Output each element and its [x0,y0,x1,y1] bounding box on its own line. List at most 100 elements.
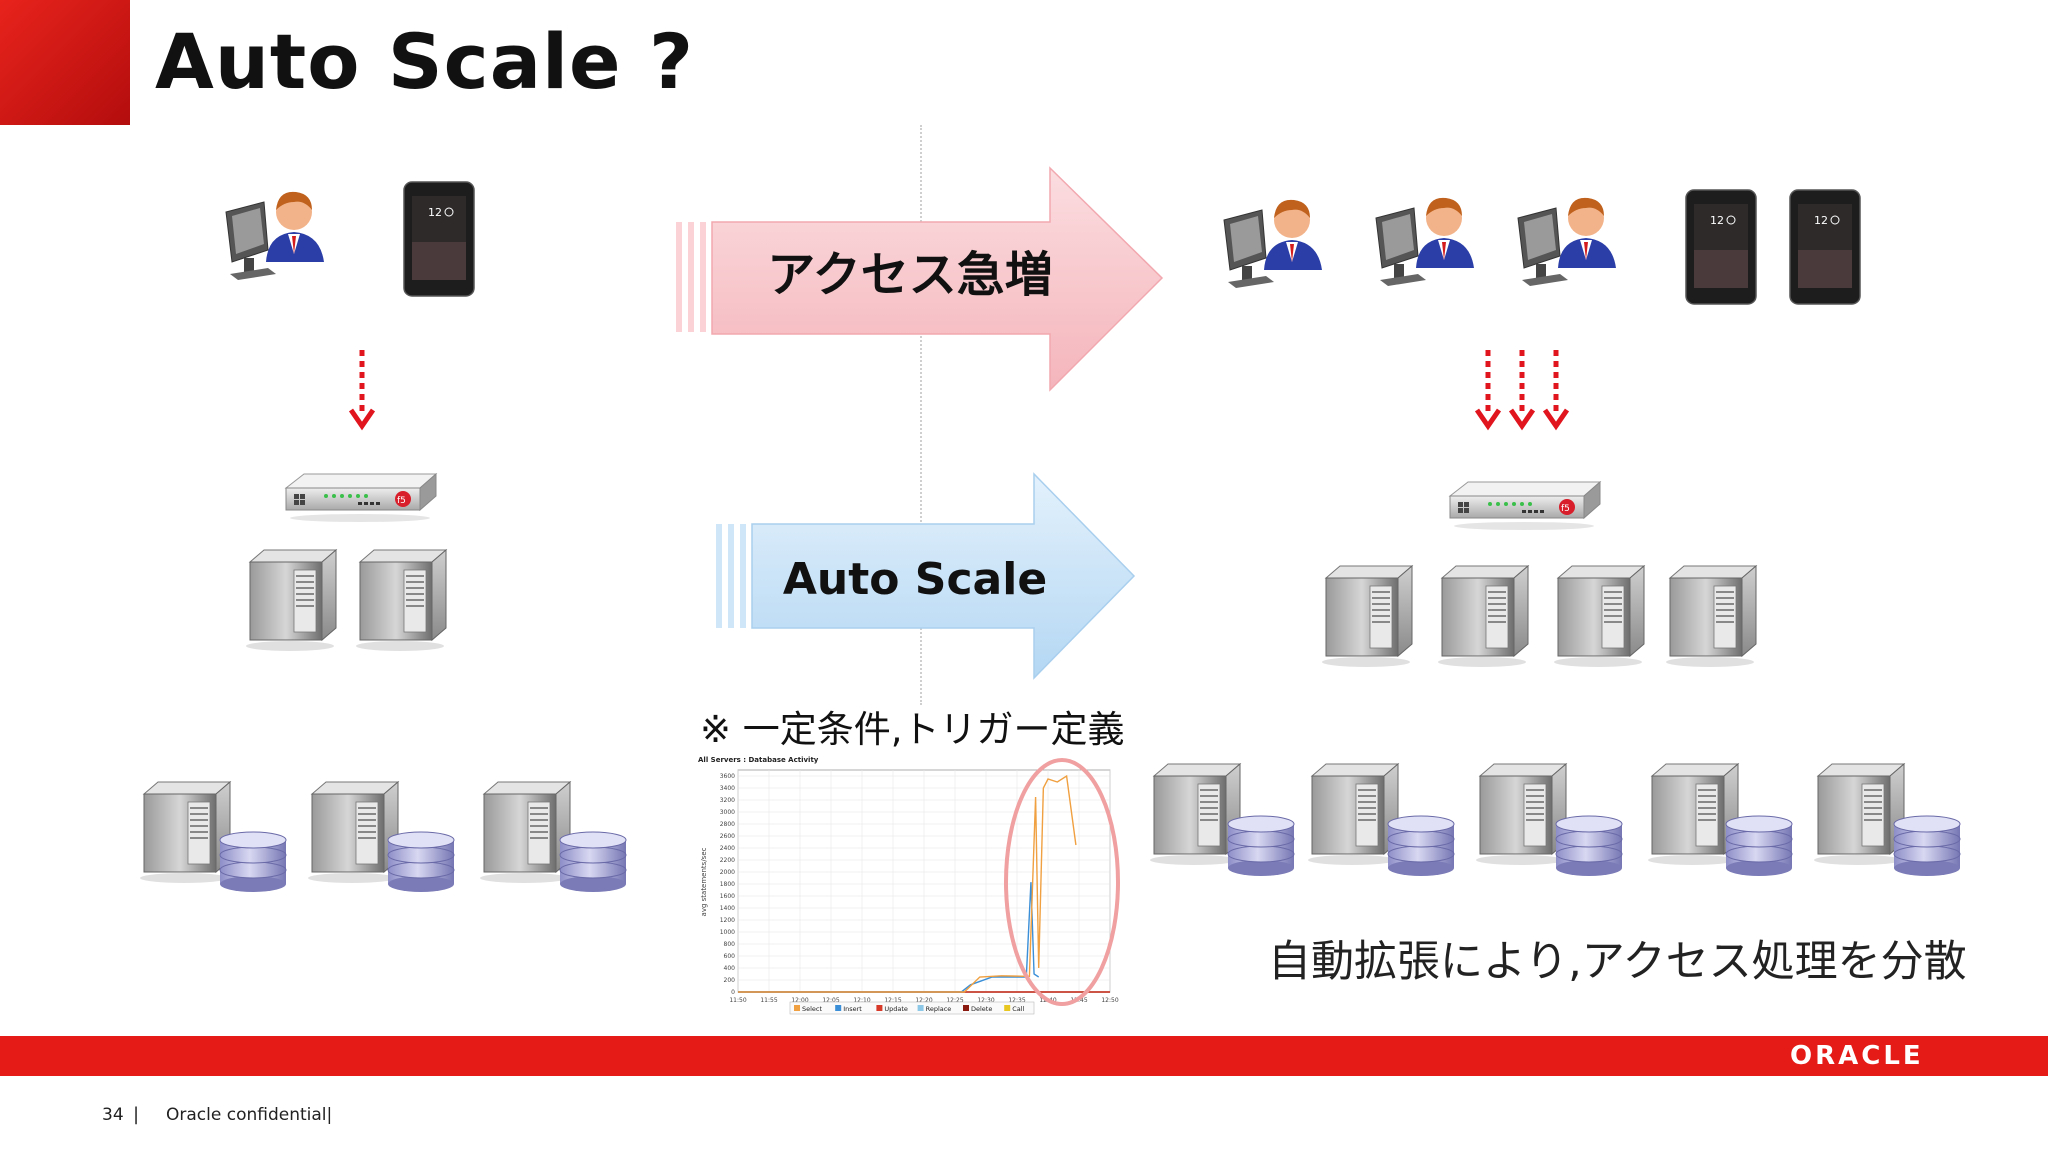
database-server-icon [139,781,231,884]
chart-y-tick-label: 2200 [720,857,735,864]
dotted-down-arrow-icon [1477,350,1499,426]
chart-y-tick-label: 3400 [720,785,735,792]
chart-y-tick-label: 3200 [720,797,735,804]
chart-x-tick-label: 12:00 [791,997,808,1004]
chart-legend-label: Delete [971,1005,992,1013]
tablet-icon [1685,189,1757,305]
chart-legend-label: Insert [843,1005,862,1013]
database-server-icon [307,781,399,884]
chart-y-tick-label: 1400 [720,905,735,912]
chart-y-tick-label: 1600 [720,893,735,900]
chart-y-tick-label: 0 [731,989,735,996]
chart-x-tick-label: 11:55 [760,997,777,1004]
database-server-icon [1555,815,1623,877]
chart-y-tick-label: 1200 [720,917,735,924]
chart-legend-label: Replace [926,1005,952,1013]
chart-x-tick-label: 12:50 [1101,997,1118,1004]
access-surge-label: アクセス急増 [767,247,1053,303]
chart-x-tick-label: 12:35 [1008,997,1025,1004]
chart-y-tick-label: 3600 [720,773,735,780]
chart-x-tick-label: 12:10 [853,997,870,1004]
chart-y-tick-label: 1800 [720,881,735,888]
chart-legend-swatch [876,1005,883,1011]
chart-x-tick-label: 12:05 [822,997,839,1004]
database-server-icon [1647,763,1739,866]
access-surge-arrow [676,166,1164,392]
chart-series [738,774,1110,993]
user-at-computer-icon [1517,197,1617,287]
database-server-icon [1813,763,1905,866]
database-server-icon [1725,815,1793,877]
trigger-note: ※ 一定条件,トリガー定義 [700,708,1125,751]
chart-x-tick-label: 12:20 [915,997,932,1004]
chart-legend-label: Call [1012,1005,1024,1013]
chart-y-axis-label: avg statements/sec [700,847,708,916]
chart-y-tick-label: 1000 [720,929,735,936]
chart-legend-box [789,1001,1035,1015]
footer-bar [0,1036,2048,1076]
chart-legend-swatch [1004,1005,1011,1011]
database-server-icon [1387,815,1455,877]
chart-y-tick-label: 3000 [720,809,735,816]
chart-y-tick-label: 400 [724,965,736,972]
load-balancer-icon [285,473,437,523]
title-accent-block [0,0,130,125]
dotted-down-arrow-icon [1545,350,1567,426]
dotted-down-arrow-icon [351,350,373,426]
server-icon [245,549,337,652]
chart-legend-label: Select [802,1005,823,1013]
server-icon [1321,565,1413,668]
chart-x-tick-label: 12:30 [977,997,994,1004]
server-icon [1553,565,1645,668]
chart-series-line-insert [738,882,1040,993]
database-server-icon [1307,763,1399,866]
server-icon [1437,565,1529,668]
chart-legend: Select Insert Update Replace Delete Call [789,1001,1035,1015]
chart-y-tick-label: 800 [724,941,736,948]
tablet-icon [1789,189,1861,305]
chart-x-tick-label: 12:25 [946,997,963,1004]
chart-legend-label: Update [884,1005,908,1013]
database-server-icon [387,831,455,893]
chart-y-tick-label: 2800 [720,821,735,828]
database-activity-chart: All Servers : Database Activity 02004006… [698,756,1120,1015]
load-balancer-icon [1449,481,1601,531]
chart-y-tick-label: 600 [724,953,736,960]
chart-y-tick-label: 2600 [720,833,735,840]
confidential-label: Oracle confidential| [166,1105,333,1125]
chart-series-line-select [738,774,1077,993]
chart-y-tick-label: 2400 [720,845,735,852]
spike-highlight-circle [1004,758,1120,1006]
chart-x-tick-label: 11:50 [729,997,746,1004]
database-server-icon [219,831,287,893]
chart-y-tick-label: 200 [724,977,736,984]
chart-legend-swatch [835,1005,842,1011]
footer-separator: | [133,1104,140,1125]
chart-legend-swatch [963,1005,969,1011]
database-server-icon [1149,763,1241,866]
tablet-icon [403,181,475,297]
autoscale-label: Auto Scale [782,554,1048,605]
center-divider [920,125,924,705]
oracle-logo: ORACLE [1790,1041,1924,1071]
database-server-icon [1475,763,1567,866]
slide-title: Auto Scale ? [155,17,695,106]
chart-x-tick-label: 12:15 [884,997,901,1004]
chart-legend-swatch [917,1005,924,1011]
dotted-down-arrow-icon [1511,350,1533,426]
server-icon [355,549,447,652]
database-server-icon [1893,815,1961,877]
autoscale-arrow [716,472,1136,680]
server-icon [1665,565,1757,668]
user-at-computer-icon [225,191,325,281]
distribution-note: 自動拡張により,アクセス処理を分散 [1268,937,1967,987]
chart-legend-swatch [794,1005,800,1011]
database-server-icon [559,831,627,893]
user-at-computer-icon [1375,197,1475,287]
user-at-computer-icon [1223,199,1323,289]
database-server-icon [1227,815,1295,877]
chart-y-ticks: 0 200 400 600 800 1000 1200 1400 1600 1800 2000 220… [720,773,735,996]
page-number: 34 [102,1105,124,1125]
chart-y-tick-label: 2000 [720,869,735,876]
